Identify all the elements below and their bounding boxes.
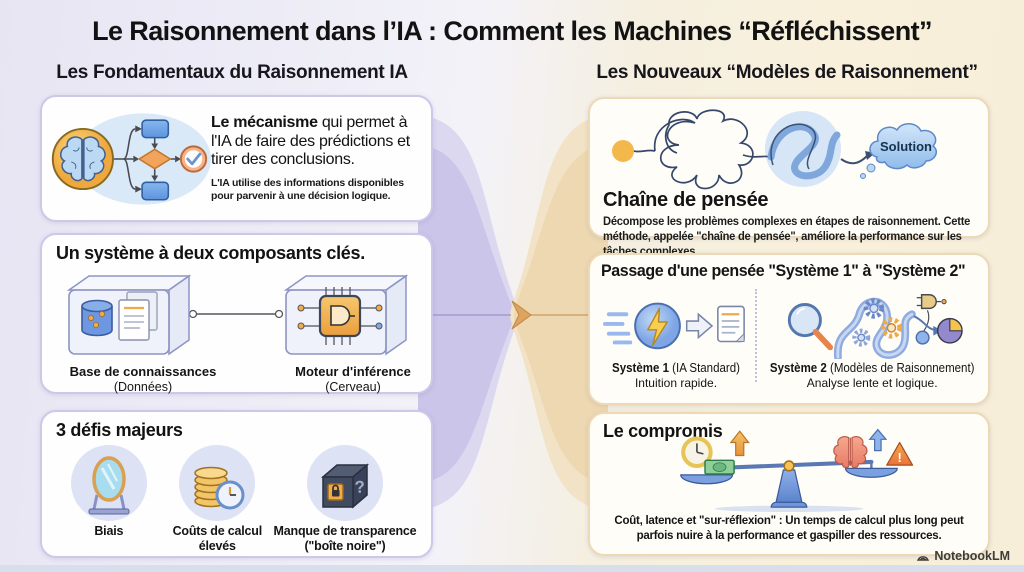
fast-intuition-icon — [603, 302, 745, 350]
process-box-top-icon — [141, 118, 170, 138]
left-column-header: Les Fondamentaux du Raisonnement IA — [56, 62, 408, 83]
chain-of-thought-title: Chaîne de pensée — [603, 189, 769, 211]
decision-diamond-icon — [137, 147, 172, 170]
dotted-divider — [755, 289, 757, 382]
card-challenges: 3 défis majeurs Biais — [40, 410, 433, 558]
chevron-right-icon — [511, 300, 532, 330]
system1-label: Système 1 (IA Standard) — [612, 361, 740, 375]
database-icon — [80, 299, 113, 337]
inference-engine-box-icon — [283, 274, 408, 356]
card-challenges-title: 3 défis majeurs — [56, 420, 183, 440]
question-mark-glyph: ? — [354, 477, 366, 497]
tangle-to-solution-icon: Solution — [612, 109, 937, 190]
system-transition-title: Passage d'une pensée "Système 1" à "Syst… — [601, 262, 966, 280]
warning-icon: ! — [886, 441, 914, 466]
brain-icon — [833, 436, 868, 469]
slow-analysis-icon — [788, 294, 963, 359]
card-sub-text: L'IA utilise des informations disponible… — [211, 176, 404, 202]
card-tradeoff: Le compromis — [588, 412, 990, 556]
inference-engine-label: Moteur d'inférence (Cerveau) — [295, 364, 411, 395]
system1-block: Système 1 (IA Standard) Intuition rapide… — [601, 285, 751, 390]
watermark-label: NotebookLM — [934, 549, 1010, 563]
page-title: Le Raisonnement dans l’IA : Comment les … — [92, 16, 932, 46]
pie-chart-icon — [937, 317, 963, 344]
system1-sublabel: Intuition rapide. — [634, 376, 718, 390]
challenge-bias: Biais — [56, 443, 162, 554]
lead-rest: qui permet à l'IA de faire des prédictio… — [211, 114, 410, 169]
tradeoff-title: Le compromis — [603, 421, 723, 441]
card-mechanism: Le mécanisme qui permet à l'IA de faire … — [40, 95, 433, 222]
up-arrow-orange-icon — [729, 430, 750, 457]
lock-icon — [327, 483, 344, 501]
check-icon — [179, 144, 208, 173]
card-system1-system2: Passage d'une pensée "Système 1" à "Syst… — [588, 253, 990, 405]
solution-cloud-icon: Solution — [860, 123, 937, 179]
left-pan-icon — [680, 474, 734, 485]
exclamation-glyph: ! — [897, 450, 901, 465]
knowledge-base-box-icon — [66, 274, 191, 356]
watermark: NotebookLM — [916, 549, 1010, 563]
coins-clock-icon — [179, 445, 256, 521]
untangling-ribbon-icon — [767, 123, 841, 180]
notebooklm-logo-icon — [917, 556, 930, 561]
chip-icon — [297, 287, 382, 345]
lead-bold: Le mécanisme — [211, 114, 318, 132]
system2-block: Système 2 (Modèles de Raisonnement) Anal… — [761, 285, 983, 390]
card-chain-of-thought: Solution Chaîne de pensée Décompose les … — [588, 97, 990, 258]
lightning-icon — [647, 307, 668, 347]
challenge-cost: Coûts de calcul élevés — [162, 443, 273, 554]
tangle-icon — [654, 109, 754, 190]
brain-flowchart-icon — [51, 112, 211, 205]
arrow-right-icon — [685, 312, 714, 340]
challenge-transparency: ? Manque de transparence ("boîte noire") — [273, 443, 417, 554]
logic-gate-icon — [329, 305, 350, 326]
start-dot-icon — [612, 140, 634, 162]
tradeoff-body: Coût, latence et "sur-réflexion" : Un te… — [614, 515, 964, 542]
scale-icon: ! — [680, 428, 914, 512]
speed-lines-icon — [603, 312, 633, 345]
magnifier-icon — [788, 303, 834, 351]
system2-label: Système 2 (Modèles de Raisonnement) — [769, 361, 975, 375]
documents-icon — [117, 291, 158, 341]
money-icon — [704, 459, 735, 475]
card-two-components-title: Un système à deux composants clés. — [56, 243, 365, 263]
right-column-header: Les Nouveaux “Modèles de Raisonnement” — [596, 62, 978, 83]
brain-icon — [59, 135, 106, 181]
clock-icon — [215, 480, 245, 510]
knowledge-base-label: Base de connaissances (Données) — [69, 364, 217, 395]
logic-gate-icon — [916, 294, 947, 310]
process-box-bottom-icon — [141, 181, 170, 201]
node-icon — [915, 330, 930, 345]
card-lead-text: Le mécanisme qui permet à l'IA de faire … — [211, 114, 419, 170]
mirror-icon — [70, 445, 147, 521]
funnel-graphic — [418, 115, 608, 510]
solution-cloud-label: Solution — [880, 139, 932, 154]
card-two-components: Un système à deux composants clés. — [40, 233, 433, 394]
up-arrow-blue-icon — [868, 428, 888, 452]
clock-icon — [681, 436, 713, 468]
right-pan-icon — [844, 467, 898, 478]
black-box-icon: ? — [306, 445, 383, 521]
flowchart-icon — [113, 127, 176, 190]
bottom-strip — [0, 565, 1024, 572]
knowledge-engine-icon — [66, 274, 408, 356]
document-icon — [717, 305, 745, 343]
system2-sublabel: Analyse lente et logique. — [806, 376, 938, 390]
